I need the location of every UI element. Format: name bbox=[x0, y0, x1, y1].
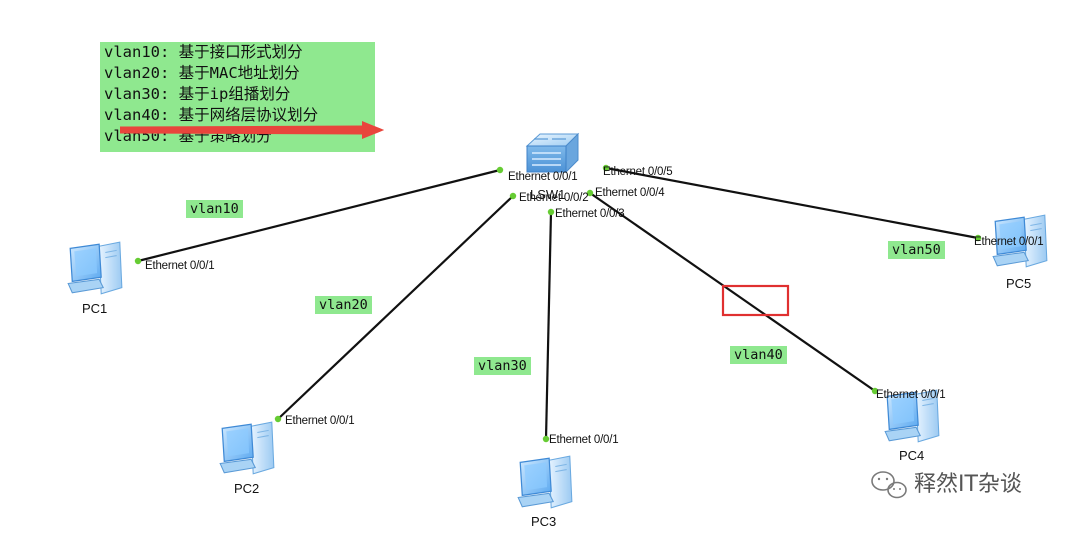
port-dot-sw-e1 bbox=[496, 166, 504, 174]
legend-line-vlan20: vlan20: 基于MAC地址划分 bbox=[104, 64, 300, 82]
vlan-tag-vlan10: vlan10 bbox=[186, 200, 243, 218]
link-pc5 bbox=[605, 166, 979, 240]
pc1-port: Ethernet 0/0/1 bbox=[145, 260, 215, 272]
pc3-port: Ethernet 0/0/1 bbox=[549, 434, 619, 446]
port-dot-pc5 bbox=[974, 234, 982, 242]
highlight-box bbox=[721, 284, 790, 317]
link-pc2 bbox=[277, 195, 514, 420]
link-pc4 bbox=[589, 192, 876, 392]
desktop-pc-icon[interactable] bbox=[219, 421, 275, 475]
pc5-label: PC5 bbox=[1006, 276, 1032, 291]
vlan-tag-vlan30: vlan30 bbox=[474, 357, 531, 375]
vlan-tag-vlan40: vlan40 bbox=[730, 346, 787, 364]
watermark-text: 释然IT杂谈 bbox=[914, 472, 1022, 497]
legend-line-vlan10: vlan10: 基于接口形式划分 bbox=[104, 43, 303, 61]
link-pc1 bbox=[137, 168, 501, 263]
pc3-label: PC3 bbox=[531, 514, 557, 529]
port-dot-sw-e2 bbox=[509, 192, 517, 200]
port-dot-sw-e3 bbox=[547, 208, 555, 216]
pc4-port: Ethernet 0/0/1 bbox=[876, 389, 946, 401]
switch-port-e4: Ethernet 0/0/4 bbox=[595, 187, 665, 199]
wechat-icon bbox=[871, 471, 907, 499]
port-dot-sw-e4 bbox=[586, 189, 594, 197]
port-dot-sw-e5 bbox=[602, 164, 610, 172]
link-pc3 bbox=[544, 211, 553, 440]
switch-port-e2: Ethernet 0/0/2 bbox=[519, 192, 589, 204]
legend-line-vlan50: vlan50: 基于策略划分 bbox=[104, 127, 272, 145]
pc1-label: PC1 bbox=[82, 301, 108, 316]
switch-port-e1: Ethernet 0/0/1 bbox=[508, 171, 578, 183]
port-dots bbox=[134, 164, 982, 443]
pc2-port: Ethernet 0/0/1 bbox=[285, 415, 355, 427]
legend-line-vlan30: vlan30: 基于ip组播划分 bbox=[104, 85, 291, 103]
port-dot-pc2 bbox=[274, 415, 282, 423]
vlan-tag-vlan20: vlan20 bbox=[315, 296, 372, 314]
pc2-label: PC2 bbox=[234, 481, 260, 496]
vlan-tag-vlan50: vlan50 bbox=[888, 241, 945, 259]
switch-label: LSW1 bbox=[530, 187, 566, 202]
port-dot-pc3 bbox=[542, 435, 550, 443]
port-dot-pc1 bbox=[134, 257, 142, 265]
port-dot-pc4 bbox=[871, 387, 879, 395]
switch-port-e3: Ethernet 0/0/3 bbox=[555, 208, 625, 220]
switch-port-e5: Ethernet 0/0/5 bbox=[603, 166, 673, 178]
desktop-pc-icon[interactable] bbox=[67, 241, 123, 295]
vlan-legend: vlan10: 基于接口形式划分 vlan20: 基于MAC地址划分 vlan3… bbox=[100, 42, 375, 152]
pc4-label: PC4 bbox=[899, 448, 925, 463]
desktop-pc-icon[interactable] bbox=[517, 455, 573, 509]
pc5-port: Ethernet 0/0/1 bbox=[974, 236, 1044, 248]
legend-line-vlan40: vlan40: 基于网络层协议划分 bbox=[104, 106, 319, 124]
network-switch-icon[interactable] bbox=[525, 132, 580, 174]
